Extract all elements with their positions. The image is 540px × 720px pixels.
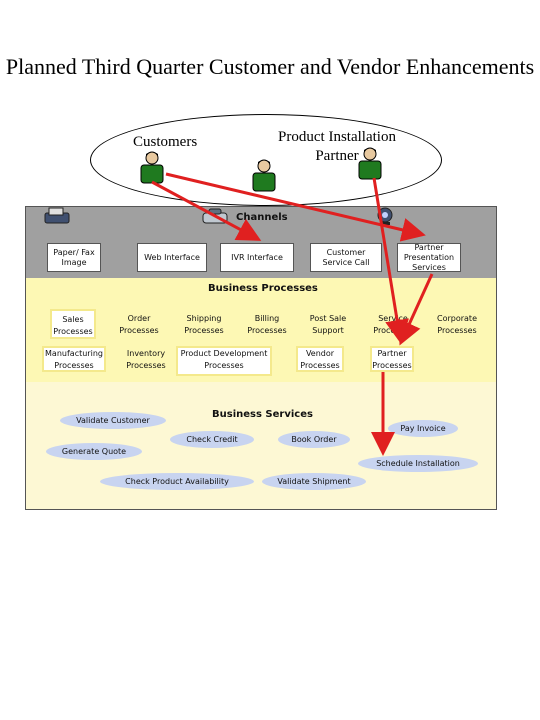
service-generate-quote: Generate Quote [46,443,142,460]
process-order: Order Processes [119,314,159,335]
process-inventory: Inventory Processes [126,349,166,370]
service-validate-shipment: Validate Shipment [262,473,366,490]
channel-web-interface: Web Interface [137,243,207,272]
process-product-development: Product Development Processes [176,346,272,376]
process-vendor: Vendor Processes [296,346,344,372]
process-partner: Partner Processes [370,346,414,372]
customer-person-icon-2 [252,159,276,192]
webcam-icon [377,207,393,225]
process-shipping: Shipping Processes [184,314,224,335]
channels-title: Channels [236,212,288,223]
partner-label: Product Installation Partner [278,129,396,164]
service-schedule-installation: Schedule Installation [358,455,478,472]
channel-partner-presentation: Partner Presentation Services [397,243,461,272]
services-title: Business Services [212,409,313,420]
partner-person-icon [358,147,382,180]
channel-customer-service-call: Customer Service Call [310,243,382,272]
process-manufacturing: Manufacturing Processes [42,346,106,372]
channel-ivr-interface: IVR Interface [220,243,294,272]
service-book-order: Book Order [278,431,350,448]
fax-icon [44,207,70,224]
process-service: Service Processes [373,314,413,335]
process-sales: Sales Processes [50,309,96,339]
processes-title: Business Processes [208,283,318,294]
page-title: Planned Third Quarter Customer and Vendo… [5,54,535,79]
service-validate-customer: Validate Customer [60,412,166,429]
phone-icon [202,208,228,224]
process-post-sale-support: Post Sale Support [309,314,347,335]
customer-person-icon-1 [140,151,164,184]
service-check-credit: Check Credit [170,431,254,448]
channel-paper-fax: Paper/ Fax Image [47,243,101,272]
customers-label: Customers [133,134,198,150]
service-check-product-availability: Check Product Availability [100,473,254,490]
process-billing: Billing Processes [247,314,287,335]
process-corporate: Corporate Processes [437,314,477,335]
service-pay-invoice: Pay Invoice [388,420,458,437]
